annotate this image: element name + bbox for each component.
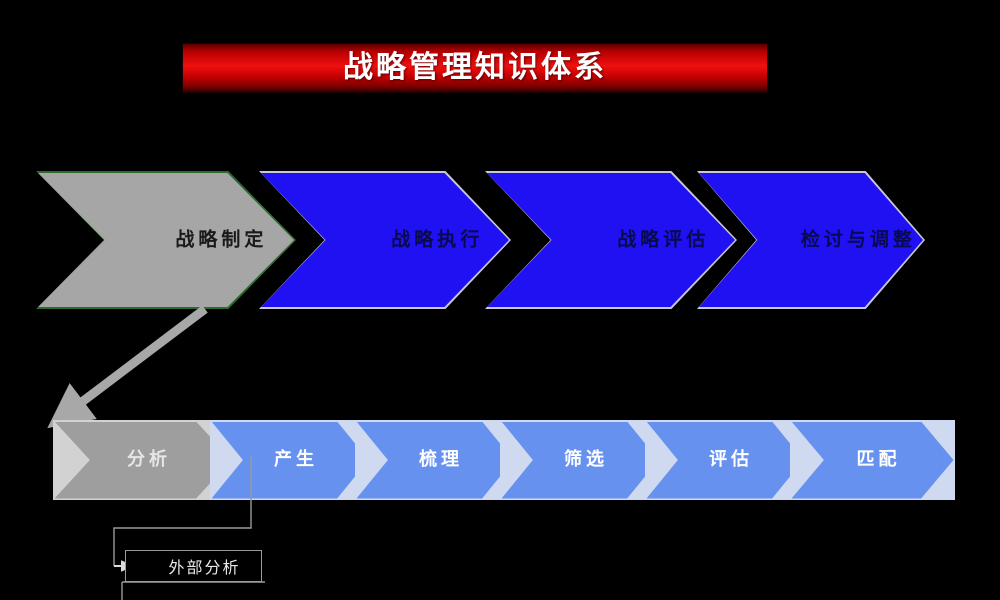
process-step-bottom-3-label: 梳理	[419, 449, 463, 470]
process-step-top-2[interactable]: 战略执行	[259, 171, 511, 309]
process-step-bottom-5[interactable]: 评估	[645, 420, 805, 500]
process-step-top-1[interactable]: 战略制定	[36, 171, 296, 309]
slide-title-banner: 战略管理知识体系	[183, 44, 767, 92]
process-step-bottom-3[interactable]: 梳理	[355, 420, 515, 500]
process-step-top-2-label: 战略执行	[391, 228, 484, 251]
process-step-bottom-6-label: 匹配	[856, 449, 901, 470]
process-step-top-3[interactable]: 战略评估	[485, 171, 737, 309]
process-step-bottom-2[interactable]: 产生	[210, 420, 370, 500]
process-step-bottom-5-label: 评估	[709, 449, 753, 470]
page-title: 战略管理知识体系	[343, 50, 607, 85]
process-step-bottom-4[interactable]: 筛选	[500, 420, 660, 500]
process-step-bottom-4-label: 筛选	[564, 449, 608, 470]
process-step-bottom-6[interactable]: 匹配	[790, 420, 955, 500]
process-step-bottom-1-label: 分析	[127, 449, 171, 470]
process-step-top-4-label: 检讨与调整	[800, 228, 916, 251]
process-step-bottom-1[interactable]: 分析	[53, 420, 233, 500]
process-step-top-3-label: 战略评估	[617, 228, 710, 251]
process-step-bottom-2-label: 产生	[274, 449, 318, 470]
drilldown-arrow-icon	[47, 305, 208, 429]
process-step-top-1-label: 战略制定	[175, 228, 268, 251]
detail-box-external-analysis[interactable]: 外部分析	[125, 550, 262, 582]
detail-box-label: 外部分析	[168, 558, 241, 577]
